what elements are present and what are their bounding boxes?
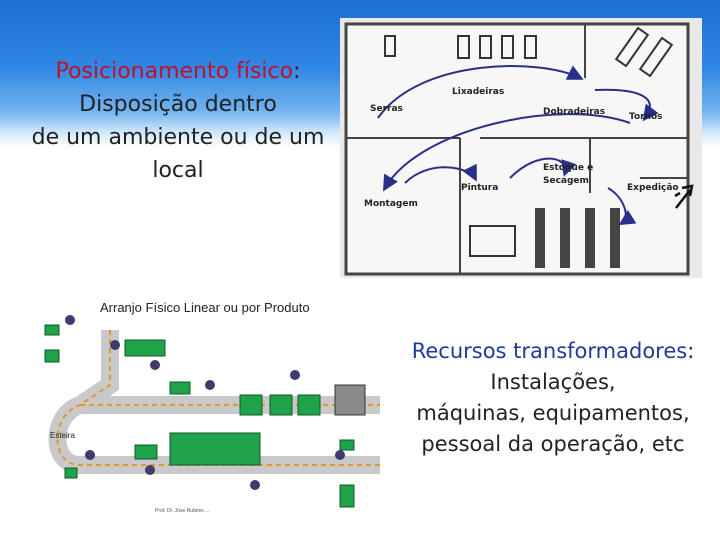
transforming-resources-term: Recursos transformadores xyxy=(411,339,688,363)
label-expedicao: Expedição xyxy=(627,183,679,193)
flow-arrow-5 xyxy=(509,157,577,179)
machine-7 xyxy=(297,394,321,416)
resources-line-3: pessoal da operação, etc xyxy=(421,432,685,456)
interior-walls xyxy=(346,24,688,273)
flow-arrow-6 xyxy=(607,187,637,226)
machine-dobradeira xyxy=(524,35,537,59)
exit-arrow xyxy=(674,189,691,209)
worker-7 xyxy=(145,465,155,475)
worker-1 xyxy=(65,315,75,325)
label-tornos: Tornos xyxy=(629,112,663,122)
flow-arrow-3 xyxy=(382,113,631,192)
machine-torno-2 xyxy=(638,36,674,78)
machine-1 xyxy=(44,324,60,336)
conveyor-flow-line xyxy=(56,330,380,466)
rack-1 xyxy=(535,208,545,268)
colon-2: : xyxy=(687,339,695,363)
conveyor-label: Esteira xyxy=(50,431,75,440)
product-layout-title: Arranjo Físico Linear ou por Produto xyxy=(100,300,310,315)
rack-3 xyxy=(585,208,595,268)
label-lixadeiras: Lixadeiras xyxy=(452,87,504,97)
machine-9 xyxy=(134,444,158,460)
exit-arrowhead xyxy=(681,184,694,197)
worker-8 xyxy=(250,480,260,490)
label-dobradeiras: Dobradeiras xyxy=(543,107,605,117)
definition-line-1: Disposição dentro xyxy=(79,92,277,117)
machine-11 xyxy=(339,439,355,451)
machine-3 xyxy=(124,339,166,357)
machine-serras xyxy=(384,35,396,57)
author-credit: Prof. Dr. Jose Rubens ... xyxy=(155,508,209,514)
worker-4 xyxy=(205,380,215,390)
definition-line-2: de um ambiente ou de um xyxy=(31,125,325,150)
machine-5 xyxy=(239,394,263,416)
worker-9 xyxy=(335,450,345,460)
machine-2 xyxy=(44,349,60,363)
paint-booth xyxy=(469,225,516,257)
resources-line-1: Instalações, xyxy=(490,370,616,394)
colon: : xyxy=(293,59,301,84)
worker-3 xyxy=(150,360,160,370)
physical-positioning-text: Posicionamento físico: Disposição dentro… xyxy=(18,55,338,187)
label-pintura: Pintura xyxy=(461,183,498,193)
worker-5 xyxy=(290,370,300,380)
resources-line-2: máquinas, equipamentos, xyxy=(416,401,690,425)
machine-8 xyxy=(169,432,261,466)
floor-plan-diagram: Serras Lixadeiras Dobradeiras Tornos Est… xyxy=(340,18,702,278)
machine-10 xyxy=(64,467,78,479)
worker-2 xyxy=(110,340,120,350)
transforming-resources-text: Recursos transformadores: Instalações, m… xyxy=(386,336,720,460)
label-serras: Serras xyxy=(370,104,403,114)
label-estoque-1: Estoque e xyxy=(543,163,593,173)
product-layout-illustration: Arranjo Físico Linear ou por Produto Est… xyxy=(44,300,380,514)
machine-lixadeira-2 xyxy=(479,35,492,59)
gray-machine xyxy=(334,384,366,416)
machine-lixadeira-3 xyxy=(501,35,514,59)
machine-torno-1 xyxy=(614,26,650,68)
machine-6 xyxy=(269,394,293,416)
rack-4 xyxy=(610,208,620,268)
rack-2 xyxy=(560,208,570,268)
machine-4 xyxy=(169,381,191,395)
physical-positioning-term: Posicionamento físico xyxy=(55,59,294,84)
definition-line-3: local xyxy=(152,158,204,183)
machine-12 xyxy=(339,484,355,508)
label-montagem: Montagem xyxy=(364,199,418,209)
flow-arrow-2 xyxy=(594,88,659,122)
flow-arrow-1 xyxy=(377,65,584,119)
flow-arrow-4 xyxy=(404,163,477,184)
worker-6 xyxy=(85,450,95,460)
machine-lixadeira-1 xyxy=(457,35,470,59)
label-estoque-2: Secagem xyxy=(543,176,589,186)
building-outline xyxy=(344,22,690,276)
